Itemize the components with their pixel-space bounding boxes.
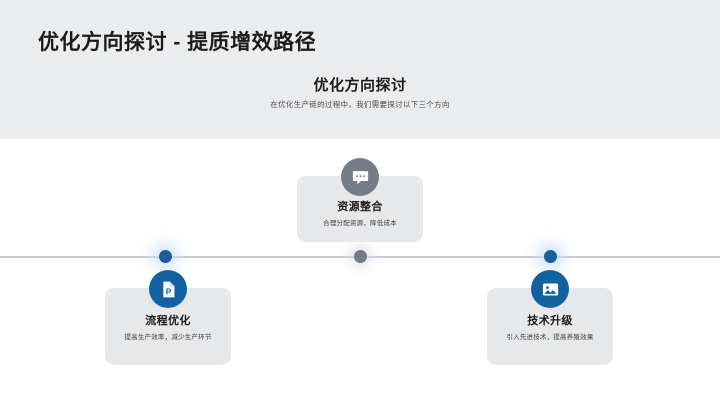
card-resource[interactable]: 资源整合 合理分配资源，降低成本 <box>297 176 423 242</box>
card-process-description: 提高生产效率，减少生产环节 <box>124 334 212 342</box>
card-process-title: 流程优化 <box>145 315 191 327</box>
card-resource-description: 合理分配资源，降低成本 <box>323 220 397 228</box>
image-icon <box>531 270 569 308</box>
document-icon: P <box>149 270 187 308</box>
timeline-node-resource <box>353 250 367 263</box>
timeline-node-process <box>158 250 172 263</box>
svg-text:P: P <box>165 286 171 296</box>
section-heading: 优化方向探讨 <box>313 77 407 94</box>
section-subtitle: 在优化生产链的过程中，我们需要探讨以下三个方向 <box>270 100 450 109</box>
slide-title: 优化方向探讨 - 提质增效路径 <box>38 31 317 54</box>
card-resource-title: 资源整合 <box>337 201 383 213</box>
card-tech-description: 引入先进技术，提高养殖效果 <box>506 334 594 342</box>
slide-header-band <box>0 0 720 139</box>
timeline-node-tech <box>543 250 557 263</box>
chat-bubble-icon <box>341 158 379 196</box>
card-tech-title: 技术升级 <box>527 315 573 327</box>
